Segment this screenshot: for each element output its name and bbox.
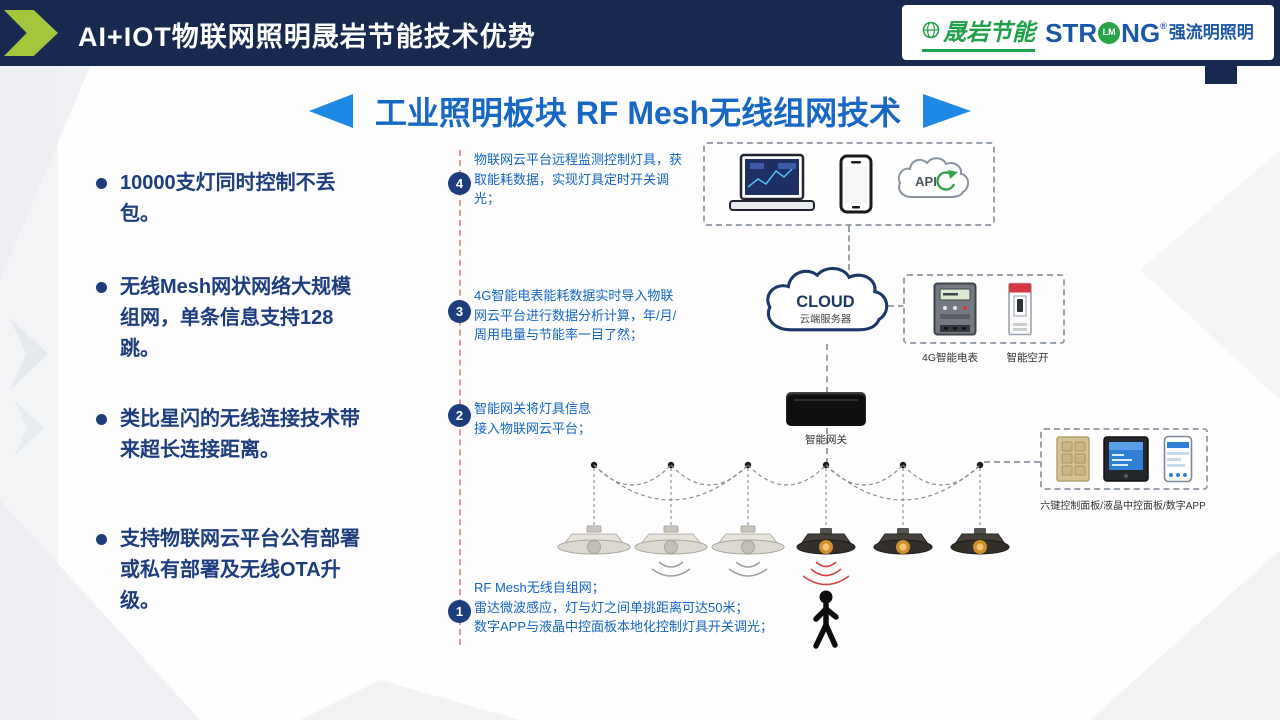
connector-gateway-to-mesh bbox=[826, 428, 828, 464]
step-number-badge: 1 bbox=[448, 600, 471, 623]
radar-waves-red bbox=[802, 561, 850, 586]
connector-clients-to-cloud bbox=[848, 226, 850, 270]
step-number-badge: 3 bbox=[448, 300, 471, 323]
shengyan-logo: 晟岩节能 bbox=[922, 13, 1036, 52]
step-connector-line bbox=[459, 150, 461, 645]
logo-box: 晟岩节能 STR LM NG ® 强流明照明 bbox=[902, 5, 1274, 60]
person-icon bbox=[813, 590, 839, 649]
cloud-server: CLOUD 云端服务器 bbox=[760, 266, 895, 343]
meter-label: 4G智能电表 bbox=[921, 352, 978, 364]
left-triangle-icon bbox=[308, 94, 353, 128]
corner-accent-tab bbox=[1205, 62, 1237, 84]
strong-logo-pre: STR bbox=[1045, 17, 1098, 48]
cloud-subtitle: 云端服务器 bbox=[800, 313, 851, 326]
highbay-lamp-light bbox=[634, 525, 708, 555]
gateway-icon bbox=[786, 392, 866, 426]
api-label: API bbox=[915, 174, 937, 189]
highbay-lamp-dark bbox=[950, 528, 1010, 555]
metering-box bbox=[903, 274, 1065, 344]
step-text: 智能网关将灯具信息 接入物联网云平台； bbox=[474, 401, 592, 436]
highbay-lamp-light bbox=[711, 525, 785, 555]
shengyan-logo-text: 晟岩节能 bbox=[943, 19, 1036, 45]
app-phone-icon bbox=[1163, 435, 1192, 483]
api-cloud-icon: API bbox=[897, 157, 969, 198]
bullet-text: 10000支灯同时控制不丢包。 bbox=[120, 172, 336, 225]
right-triangle-icon bbox=[923, 94, 972, 128]
bullet-item: 类比星闪的无线连接技术带来超长连接距离。 bbox=[96, 404, 376, 466]
bullet-dot-icon bbox=[96, 534, 107, 545]
step-text: 4G智能电表能耗数据实时导入物联网云平台进行数据分析计算，年/月/周用电量与节能… bbox=[474, 288, 677, 342]
bullet-text: 无线Mesh网状网络大规模组网，单条信息支持128跳。 bbox=[120, 276, 352, 360]
control-panels-box bbox=[1040, 428, 1208, 490]
bullet-text: 类比星闪的无线连接技术带来超长连接距离。 bbox=[120, 408, 360, 461]
panels-label: 六键控制面板/液晶中控面板/数字APP bbox=[1040, 501, 1206, 512]
highbay-lamp-dark bbox=[796, 528, 856, 555]
green-chevron-icon bbox=[4, 10, 58, 56]
strong-logo: STR LM NG ® 强流明照明 bbox=[1045, 20, 1254, 46]
breaker-icon bbox=[1008, 282, 1032, 336]
connector-cloud-to-gateway bbox=[826, 344, 828, 393]
step-text: RF Mesh无线自组网； 雷达微波感应，灯与灯之间单挑距离可达50米； 数字A… bbox=[474, 580, 774, 634]
radar-waves-gray bbox=[651, 561, 768, 577]
header-bar: AI+IOT物联网照明晟岩节能技术优势 晟岩节能 STR LM NG ® 强流明… bbox=[0, 0, 1280, 66]
strong-logo-o-badge: LM bbox=[1098, 21, 1121, 44]
cloud-clients-box: API bbox=[703, 142, 995, 226]
highbay-lamp-dark bbox=[873, 528, 933, 555]
smartphone-icon bbox=[839, 154, 873, 214]
step-text: 物联网云平台远程监测控制灯具，获取能耗数据，实现灯具定时开关调光； bbox=[474, 152, 683, 206]
section-title: 工业照明板块 RF Mesh无线组网技术 bbox=[374, 95, 902, 131]
mesh-link-arcs bbox=[593, 464, 981, 501]
bullet-item: 支持物联网云平台公有部署或私有部署及无线OTA升级。 bbox=[96, 524, 376, 617]
strong-logo-cn: 强流明照明 bbox=[1168, 23, 1254, 42]
meter-icon bbox=[933, 282, 977, 336]
mesh-node-dots bbox=[590, 461, 984, 469]
six-key-panel-icon bbox=[1055, 436, 1090, 482]
laptop-icon bbox=[729, 153, 815, 211]
lcd-panel-icon bbox=[1103, 436, 1149, 482]
strong-logo-post: NG bbox=[1121, 17, 1161, 48]
lamp-drop-lines bbox=[593, 468, 981, 526]
bullet-text: 支持物联网云平台公有部署或私有部署及无线OTA升级。 bbox=[120, 528, 360, 612]
bullet-item: 无线Mesh网状网络大规模组网，单条信息支持128跳。 bbox=[96, 272, 376, 365]
gateway-label: 智能网关 bbox=[805, 434, 847, 446]
step-number-badge: 2 bbox=[448, 404, 471, 427]
connector-cloud-to-meter bbox=[888, 305, 904, 307]
slide-title: AI+IOT物联网照明晟岩节能技术优势 bbox=[78, 22, 536, 52]
bullet-dot-icon bbox=[96, 178, 107, 189]
bullet-dot-icon bbox=[96, 282, 107, 293]
step-number-badge: 4 bbox=[448, 172, 471, 195]
cloud-server-icon: CLOUD 云端服务器 bbox=[766, 267, 889, 332]
bullet-item: 10000支灯同时控制不丢包。 bbox=[96, 168, 376, 230]
mesh-network-diagram bbox=[557, 461, 1010, 586]
globe-icon bbox=[922, 21, 940, 39]
registered-mark: ® bbox=[1160, 20, 1167, 31]
cloud-title: CLOUD bbox=[796, 293, 855, 311]
highbay-lamp-light bbox=[557, 525, 631, 555]
bullet-dot-icon bbox=[96, 414, 107, 425]
breaker-label: 智能空开 bbox=[1006, 352, 1049, 364]
section-title-row: 工业照明板块 RF Mesh无线组网技术 bbox=[0, 88, 1280, 134]
connector-mesh-to-panels bbox=[984, 461, 1040, 463]
